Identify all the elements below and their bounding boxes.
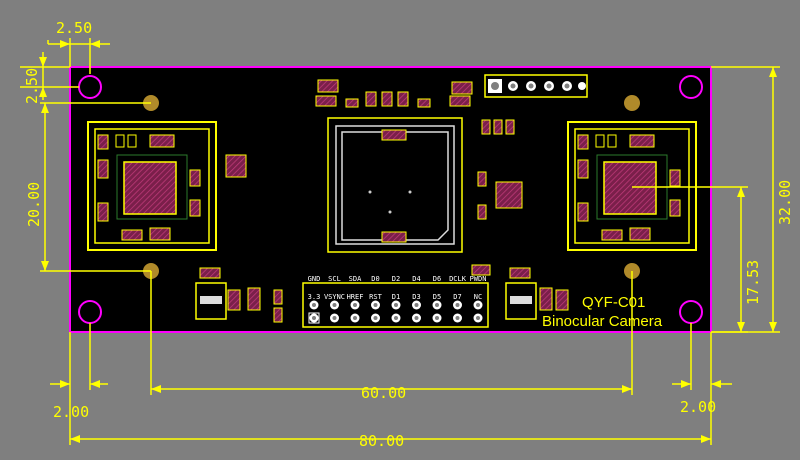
header-pin-hole [414,316,419,320]
header-pin-hole [394,316,398,320]
header-pin-label: SCL [328,275,341,283]
header-pin-label: D6 [433,275,441,283]
dim-hole-offset-x: 2.50 [56,19,92,37]
header-pin-label: D5 [433,293,441,301]
dim-right-margin: 2.00 [680,398,716,416]
header-pin-label: D4 [412,275,420,283]
header-pin-label: D0 [371,275,379,283]
right-image-sensor [603,161,657,215]
board-name-label: Binocular Camera [542,313,663,330]
header-pin-hole [455,316,460,320]
header-pin-hole [414,303,419,307]
header-pin-label: 3.3 [308,293,321,301]
header-pin-label: DCLK [449,275,467,283]
header-pin-label: D7 [453,293,461,301]
dim-board-height: 32.00 [776,180,794,225]
left-image-sensor [123,161,177,215]
header-pin-hole [394,303,398,307]
header-pin-hole [332,316,337,320]
header-pin-label: NC [474,293,482,301]
dim-board-width: 80.00 [359,432,404,450]
dim-lens-spacing: 60.00 [361,384,406,402]
header-pin-hole [435,316,439,320]
right-camera-module [567,121,697,251]
header-pin-hole [373,316,378,320]
top-six-pin-header [484,74,588,98]
dim-left-margin: 2.00 [53,403,89,421]
left-power-components [195,282,283,323]
dim-hole-offset-y: 2.50 [23,68,41,104]
board-model-label: QYF-C01 [582,294,645,311]
header-pin-one-marker [308,312,320,324]
header-pin-label: GND [308,275,321,283]
header-pin-hole [353,303,357,307]
header-pin-label: SDA [349,275,362,283]
header-pin-label: D3 [412,293,420,301]
header-pin-hole [332,303,337,307]
center-chip [327,117,463,253]
dim-lens-vertical: 20.00 [25,182,43,227]
header-pin-label: VSYNC [324,293,345,301]
header-pin-hole [373,303,378,307]
header-pin-label: PWDN [470,275,487,283]
header-pin-hole [476,316,480,320]
top-components [199,79,531,279]
header-pin-label: D1 [392,293,400,301]
header-pin-hole [353,316,357,320]
right-power-components [505,282,569,320]
dim-lens-height: 17.53 [744,260,762,305]
header-pin-label: HREF [347,293,364,301]
header-pin-hole [312,316,316,320]
mounting-hole-top-right [679,75,703,99]
header-pin-hole [435,303,439,307]
dimension-arrows [39,40,777,443]
lens-pad [624,95,640,111]
header-pin-hole [455,303,460,307]
left-camera-module [87,121,247,251]
header-pin-hole [476,303,480,307]
header-pin-label: RST [369,293,382,301]
header-pin-label: D2 [392,275,400,283]
header-pin-hole [312,303,316,307]
